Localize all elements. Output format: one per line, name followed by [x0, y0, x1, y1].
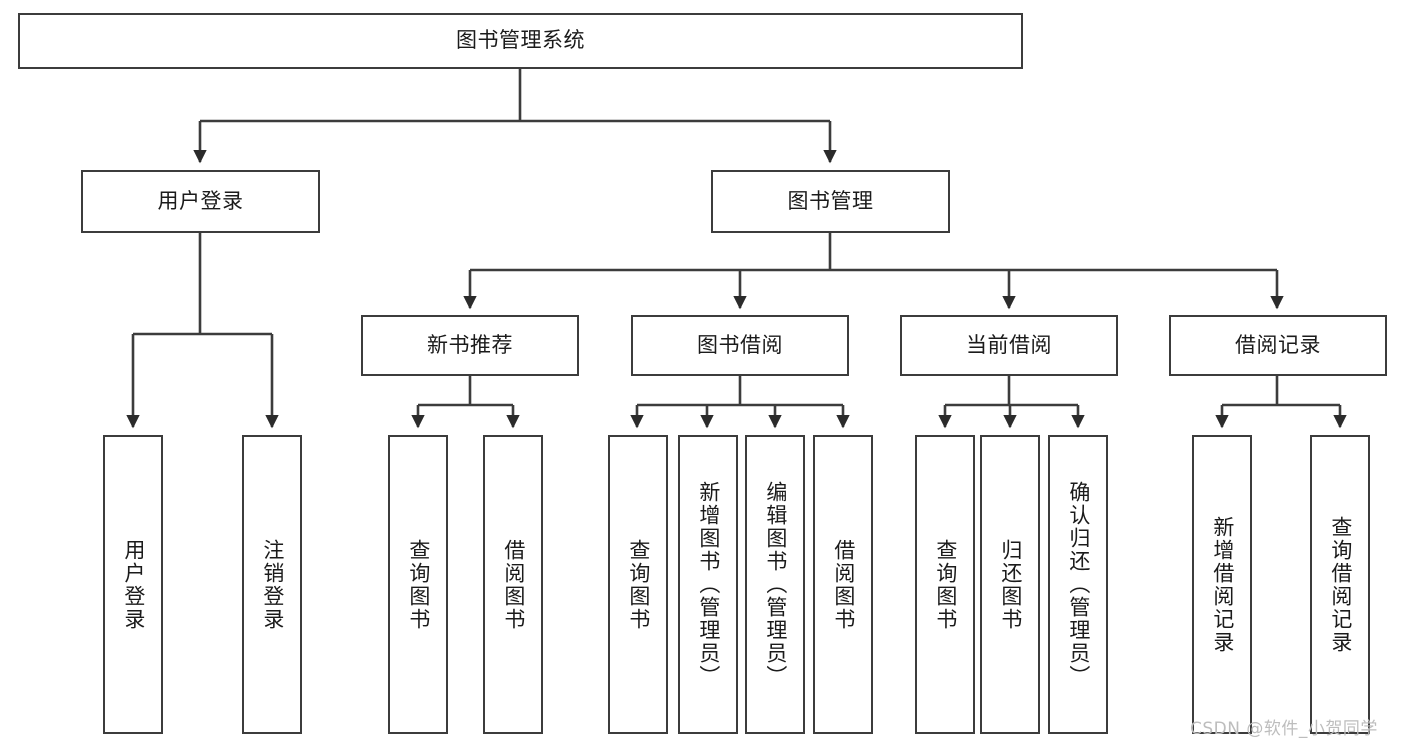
- leaf-user-login-2[interactable]: 注销登录: [242, 435, 302, 734]
- leaf-label: 注销登录: [260, 538, 285, 631]
- leaf-user-login-1[interactable]: 用户登录: [103, 435, 163, 734]
- node-new-book-rec[interactable]: 新书推荐: [361, 315, 579, 376]
- leaf-book-borrow-1[interactable]: 查询图书: [608, 435, 668, 734]
- leaf-borrow-record-1[interactable]: 新增借阅记录: [1192, 435, 1252, 734]
- node-book-borrow[interactable]: 图书借阅: [631, 315, 849, 376]
- node-user-login[interactable]: 用户登录: [81, 170, 320, 233]
- leaf-label: 查询图书: [406, 538, 431, 631]
- leaf-label: 查询图书: [933, 538, 958, 631]
- leaf-label: 归还图书: [998, 538, 1023, 631]
- node-root[interactable]: 图书管理系统: [18, 13, 1023, 69]
- leaf-label: 编辑图书（管理员）: [763, 481, 788, 688]
- leaf-book-borrow-3[interactable]: 编辑图书（管理员）: [745, 435, 805, 734]
- leaf-current-borrow-2[interactable]: 归还图书: [980, 435, 1040, 734]
- leaf-label: 查询借阅记录: [1328, 515, 1353, 654]
- leaf-current-borrow-1[interactable]: 查询图书: [915, 435, 975, 734]
- leaf-book-borrow-2[interactable]: 新增图书（管理员）: [678, 435, 738, 734]
- node-borrow-record[interactable]: 借阅记录: [1169, 315, 1387, 376]
- leaf-label: 确认归还（管理员）: [1066, 481, 1091, 688]
- leaf-label: 借阅图书: [501, 538, 526, 631]
- node-book-manage[interactable]: 图书管理: [711, 170, 950, 233]
- leaf-label: 借阅图书: [831, 538, 856, 631]
- leaf-label: 新增图书（管理员）: [696, 481, 721, 688]
- leaf-new-book-rec-2[interactable]: 借阅图书: [483, 435, 543, 734]
- leaf-borrow-record-2[interactable]: 查询借阅记录: [1310, 435, 1370, 734]
- leaf-book-borrow-4[interactable]: 借阅图书: [813, 435, 873, 734]
- watermark-text: CSDN @软件_小贺同学: [1190, 719, 1378, 739]
- leaf-label: 查询图书: [626, 538, 651, 631]
- leaf-label: 新增借阅记录: [1210, 515, 1235, 654]
- leaf-new-book-rec-1[interactable]: 查询图书: [388, 435, 448, 734]
- leaf-current-borrow-3[interactable]: 确认归还（管理员）: [1048, 435, 1108, 734]
- node-current-borrow[interactable]: 当前借阅: [900, 315, 1118, 376]
- leaf-label: 用户登录: [121, 538, 146, 631]
